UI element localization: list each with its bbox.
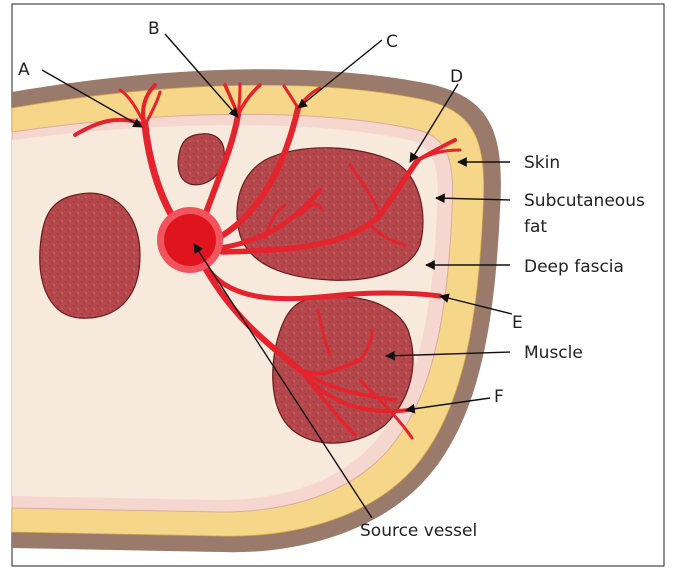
label-c: C (386, 32, 398, 52)
muscle-upper-right (237, 148, 423, 280)
label-source-vessel: Source vessel (360, 521, 477, 541)
label-b: B (148, 19, 160, 39)
label-subcutaneous-fat-line1: Subcutaneous (524, 191, 645, 211)
label-skin: Skin (524, 153, 560, 173)
label-deep-fascia: Deep fascia (524, 257, 624, 277)
label-d: D (450, 67, 463, 87)
muscle-left (40, 193, 140, 318)
label-e: E (512, 313, 523, 333)
label-subcutaneous-fat-line2: fat (524, 217, 547, 237)
label-a: A (18, 60, 30, 80)
label-f: F (494, 387, 504, 407)
label-muscle: Muscle (524, 343, 583, 363)
source-vessel (164, 214, 216, 266)
